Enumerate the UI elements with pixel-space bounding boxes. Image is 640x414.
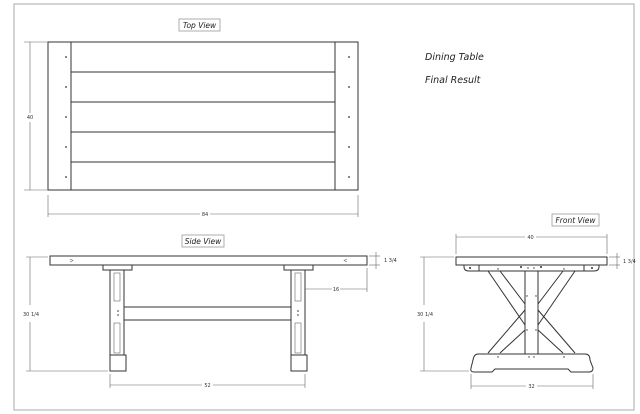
front-view: Front View 40 1 3/4 30 1/4 32 <box>417 213 636 390</box>
side-tabletop <box>49 255 368 266</box>
front-top-thickness-dim: 1 3/4 <box>623 259 636 265</box>
front-base-dim: 32 <box>528 384 534 390</box>
top-view-label: Top View <box>183 21 217 30</box>
side-view-label: Side View <box>185 237 222 246</box>
top-view: Top View 40 84 <box>24 18 359 218</box>
side-view: Side View 30 1/4 1 3/4 16 52 <box>23 234 397 389</box>
front-width-dim: 40 <box>527 235 533 241</box>
sheet-border <box>13 3 635 411</box>
drawing-subtitle: Final Result <box>425 75 482 86</box>
side-leg-span-dim: 52 <box>204 383 210 389</box>
drawing-title: Dining Table <box>425 52 484 63</box>
front-height-dim: 30 1/4 <box>417 312 433 318</box>
front-view-label: Front View <box>555 216 596 225</box>
tabletop-outline <box>47 41 359 191</box>
top-width-dim: 84 <box>202 212 208 218</box>
side-height-dim: 30 1/4 <box>23 312 39 318</box>
side-top-thickness-dim: 1 3/4 <box>384 258 397 264</box>
top-view-label-box <box>178 18 221 32</box>
front-tabletop <box>455 256 608 266</box>
top-depth-dim: 40 <box>27 115 33 121</box>
side-overhang-dim: 16 <box>333 287 339 293</box>
